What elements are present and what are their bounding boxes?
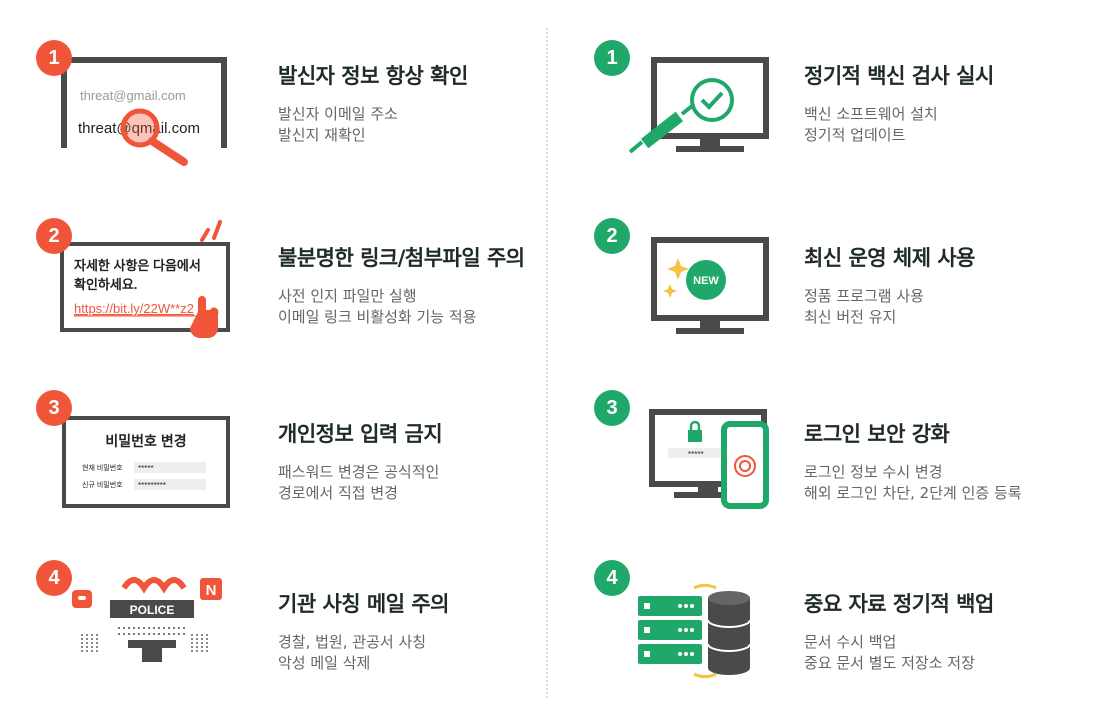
step-number-badge: 1 [594, 40, 630, 76]
tip-title: 기관 사칭 메일 주의 [278, 592, 450, 616]
smartphone-icon [721, 421, 769, 509]
step-number-badge: 4 [36, 560, 72, 596]
tip-line: 백신 소프트웨어 설치 [804, 105, 938, 123]
vaccine-monitor-icon [628, 57, 769, 154]
tip-title: 발신자 정보 항상 확인 [278, 64, 468, 88]
tip-title: 로그인 보안 강화 [804, 422, 950, 446]
tip-line: 해외 로그인 차단, 2단계 인증 등록 [804, 484, 1022, 502]
sparkle-icon [667, 258, 689, 280]
form-heading: 비밀번호 변경 [105, 433, 186, 449]
police-impersonation-icon: POLICE N [72, 577, 222, 662]
tip-line: 경로에서 직접 변경 [278, 484, 398, 502]
tip-line: 문서 수시 백업 [804, 633, 897, 651]
tip-right-2: 2 NEW 최신 운영 체제 사용 정품 프로그램 사용 최신 버전 유지 [590, 212, 1093, 352]
tip-line: 정품 프로그램 사용 [804, 287, 924, 305]
suspicious-link-message-icon: 자세한 사항은 다음에서 확인하세요. https://bit.ly/22W**… [60, 220, 230, 338]
tip-right-4: 4 중요 자료 정기적 백업 문서 수시 백업 중요 문서 별도 저장소 저장 [590, 558, 1093, 698]
form-label-new: 신규 비밀번호 [82, 480, 123, 489]
tip-line: 악성 메일 삭제 [278, 654, 371, 672]
naver-icon [200, 578, 222, 600]
new-os-monitor-icon: NEW [651, 237, 769, 334]
tip-right-1: 1 정기적 백신 검사 실시 백신 소프트웨어 설치 정기적 업데이트 [590, 30, 1093, 170]
fingerprint-icon [734, 455, 756, 477]
password-form-icon: 비밀번호 변경 현재 비밀번호 ***** 신규 비밀번호 ********* [62, 416, 230, 508]
step-number-badge: 1 [36, 40, 72, 76]
tip-line: 중요 문서 별도 저장소 저장 [804, 654, 975, 672]
email-address-genuine: threat@gmail.com [80, 88, 186, 103]
pointer-hand-icon [190, 296, 219, 338]
naver-letter: N [206, 582, 217, 599]
step-number-badge: 2 [36, 218, 72, 254]
login-security-icon: ***** [649, 409, 769, 509]
step-number-badge: 4 [594, 560, 630, 596]
step-number-badge: 2 [594, 218, 630, 254]
step-number-badge: 3 [594, 390, 630, 426]
password-mask: ***** [688, 450, 704, 459]
tip-title: 중요 자료 정기적 백업 [804, 592, 994, 616]
lock-icon [688, 430, 702, 442]
tip-line: 경찰, 법원, 관공서 사칭 [278, 633, 427, 651]
tip-left-4: 4 POLICE N 기관 사칭 메일 주의 경찰, 법원, 관공서 사칭 악성… [30, 558, 550, 698]
syringe-icon [628, 104, 694, 154]
email-address-fake: threat@qmail.com [78, 120, 200, 137]
sync-arrow-icon [693, 583, 717, 590]
tip-title: 불분명한 링크/첨부파일 주의 [278, 246, 525, 270]
tip-right-3: 3 ***** 로그인 보안 강화 로그인 정보 수시 변경 해외 로그인 차단… [590, 388, 1093, 528]
tip-line: 로그인 정보 수시 변경 [804, 463, 943, 481]
suspicious-link: https://bit.ly/22W**z2 [74, 301, 194, 316]
police-sign: POLICE [130, 603, 175, 617]
tip-title: 개인정보 입력 금지 [278, 422, 443, 446]
form-value-new: ********* [138, 481, 166, 490]
tip-line: 패스워드 변경은 공식적인 [278, 463, 440, 481]
message-text-line-2: 확인하세요. [74, 277, 137, 292]
database-icon [707, 591, 751, 675]
tip-line: 이메일 링크 비활성화 기능 적용 [278, 308, 477, 326]
tip-line: 최신 버전 유지 [804, 308, 897, 326]
step-number-badge: 3 [36, 390, 72, 426]
tip-line: 정기적 업데이트 [804, 126, 906, 144]
column-divider [546, 28, 548, 698]
tip-line: 발신지 재확인 [278, 126, 366, 144]
backup-server-icon [638, 583, 751, 679]
form-value-current: ***** [138, 464, 154, 473]
tip-line: 사전 인지 파일만 실행 [278, 287, 417, 305]
message-text-line-1: 자세한 사항은 다음에서 [74, 258, 201, 273]
tip-title: 정기적 백신 검사 실시 [804, 64, 994, 88]
email-magnifier-icon: threat@gmail.com threat@qmail.com [61, 57, 227, 166]
tip-title: 최신 운영 체제 사용 [804, 246, 976, 270]
tip-line: 발신자 이메일 주소 [278, 105, 398, 123]
tip-left-3: 3 비밀번호 변경 현재 비밀번호 ***** 신규 비밀번호 ********… [30, 388, 550, 528]
new-label: NEW [693, 275, 719, 287]
tip-left-1: 1 threat@gmail.com threat@qmail.com 발신자 … [30, 30, 550, 170]
form-label-current: 현재 비밀번호 [82, 463, 123, 472]
tip-left-2: 2 자세한 사항은 다음에서 확인하세요. https://bit.ly/22W… [30, 212, 550, 352]
